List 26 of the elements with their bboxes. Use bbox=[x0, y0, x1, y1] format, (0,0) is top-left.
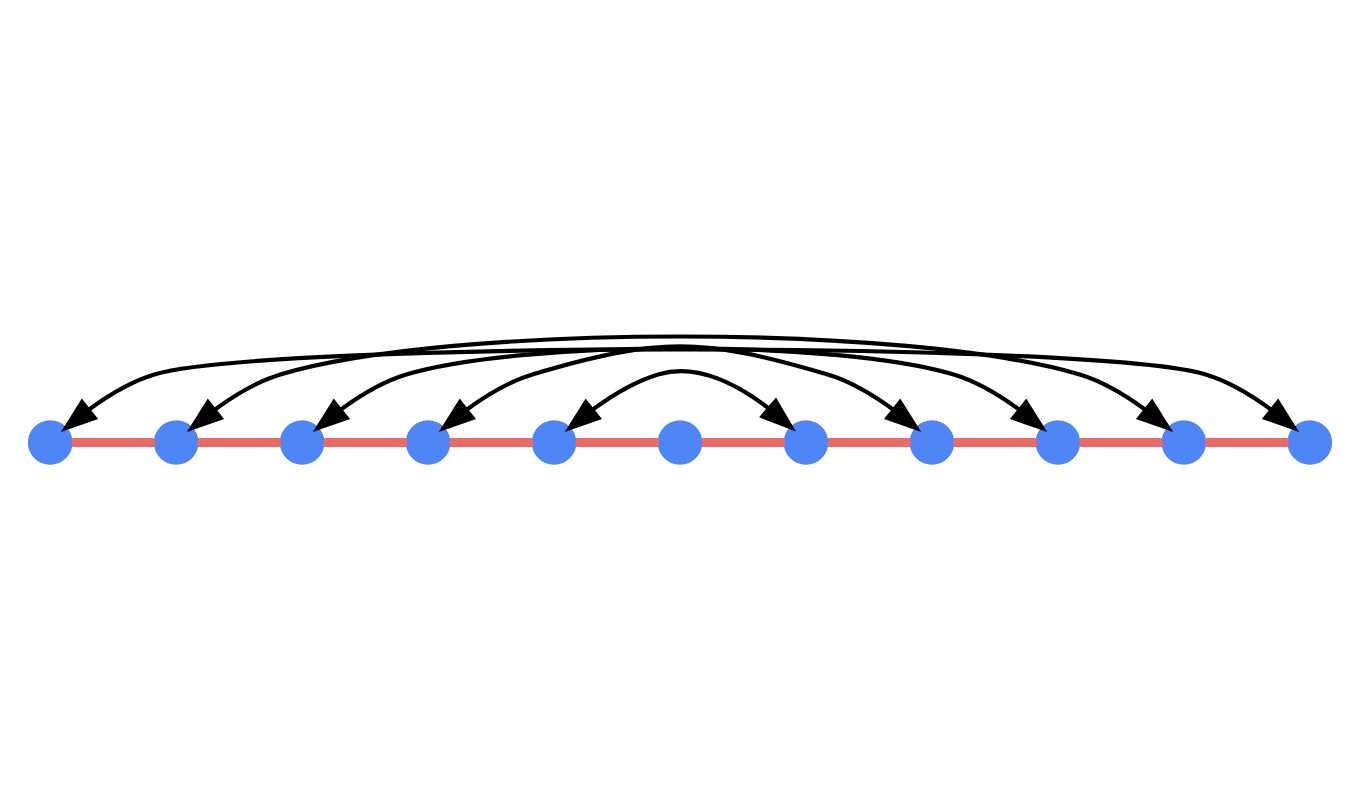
node-circle bbox=[1161, 420, 1207, 465]
arrow bbox=[186, 334, 1174, 433]
arrow bbox=[60, 347, 1300, 433]
arrow bbox=[564, 369, 796, 433]
arrow bbox=[312, 346, 1048, 433]
node-circle bbox=[783, 420, 829, 465]
node-circle bbox=[279, 420, 325, 465]
connector bbox=[1205, 437, 1289, 448]
connector bbox=[197, 437, 281, 448]
arrow bbox=[438, 344, 922, 433]
connector bbox=[71, 437, 155, 448]
node-circle bbox=[1287, 420, 1333, 465]
node-circle bbox=[657, 420, 703, 465]
connector bbox=[323, 437, 407, 448]
node-circle bbox=[1035, 420, 1081, 465]
node-circle bbox=[153, 420, 199, 465]
connector bbox=[827, 437, 911, 448]
connector bbox=[953, 437, 1037, 448]
node-circle bbox=[405, 420, 451, 465]
node-circle bbox=[531, 420, 577, 465]
node-circle bbox=[909, 420, 955, 465]
connector bbox=[701, 437, 785, 448]
node-circle bbox=[27, 420, 73, 465]
connector bbox=[1079, 437, 1163, 448]
connector bbox=[575, 437, 659, 448]
connector bbox=[449, 437, 533, 448]
